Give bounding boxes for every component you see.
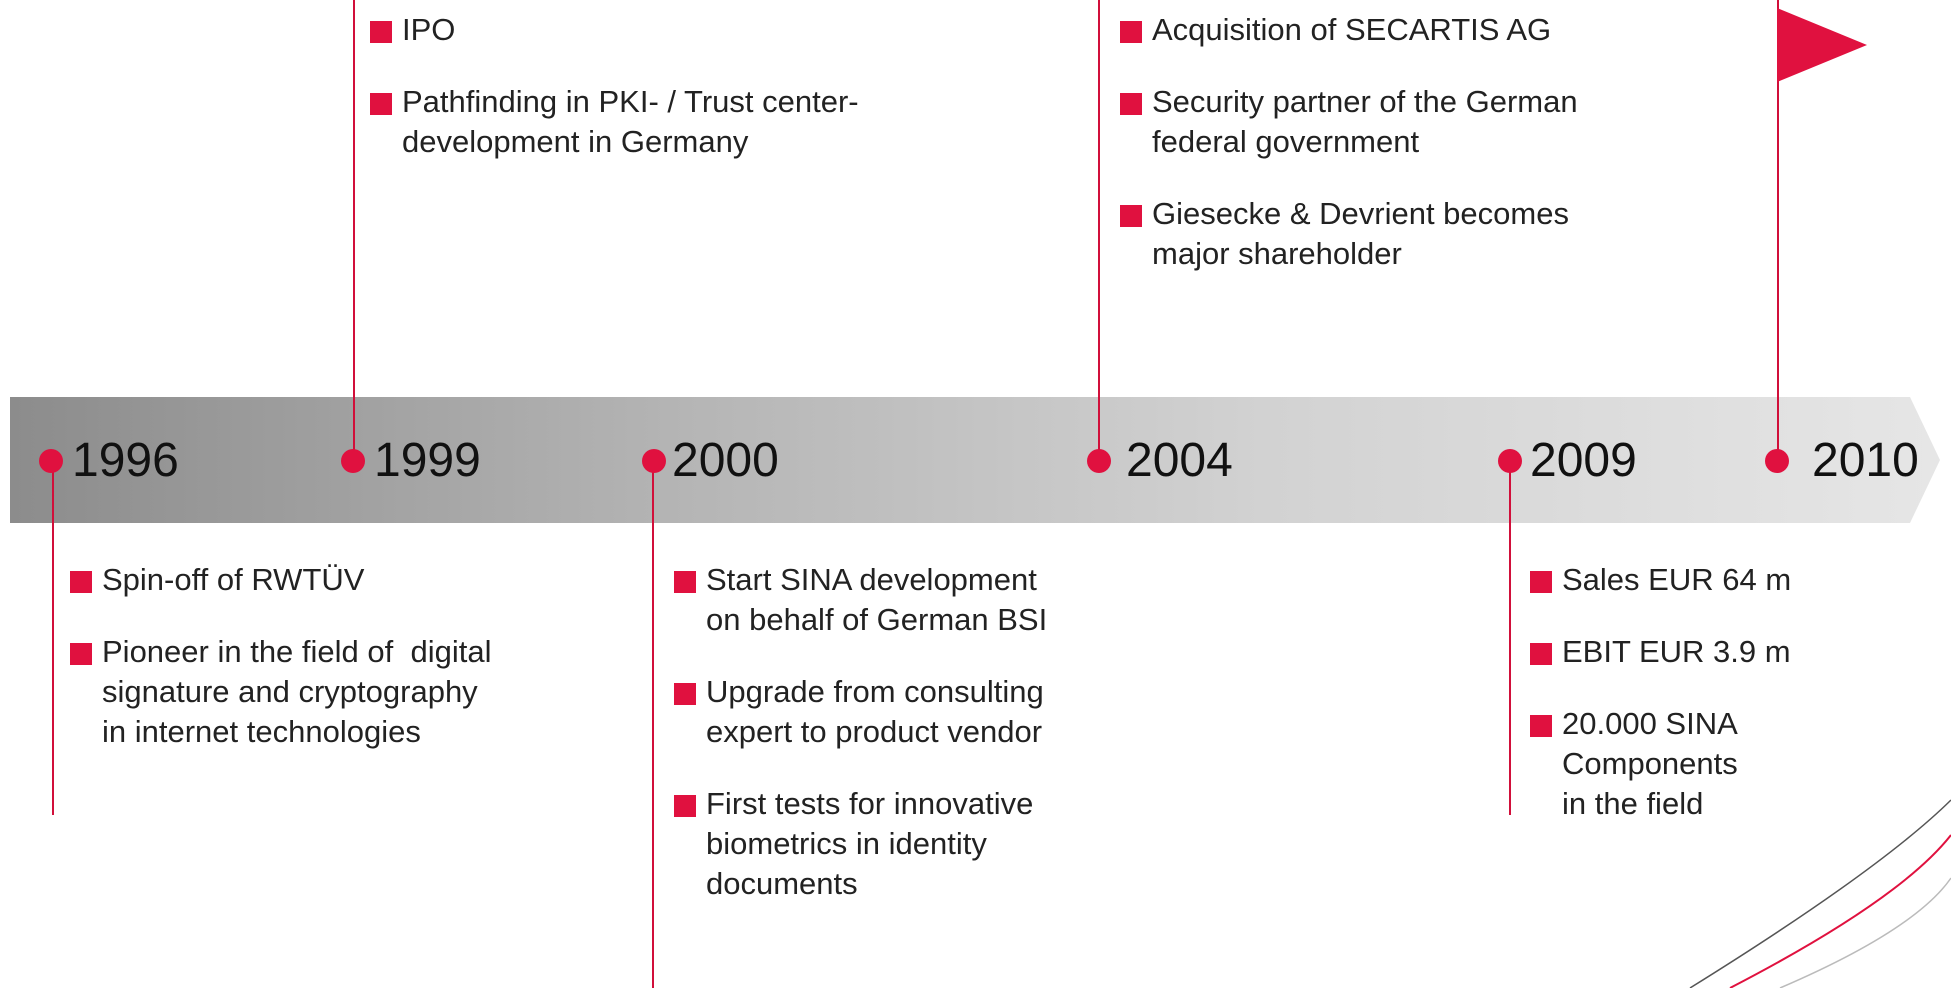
bullet-square-icon [370, 93, 392, 115]
bullet-item: Sales EUR 64 m [1530, 560, 1791, 600]
connector-line-1999 [353, 0, 355, 460]
milestone-dot-1996 [39, 449, 63, 473]
year-label-1996: 1996 [72, 434, 179, 487]
bullet-item: Start SINA development on behalf of Germ… [674, 560, 1047, 640]
milestone-dot-2000 [642, 449, 666, 473]
bullet-list-2004: Acquisition of SECARTIS AG Security part… [1120, 10, 1578, 306]
bullet-text: Start SINA development on behalf of Germ… [706, 562, 1048, 637]
timeline-arrow-band [10, 397, 1940, 523]
bullet-text: Giesecke & Devrient becomes major shareh… [1152, 196, 1569, 271]
bullet-text: EBIT EUR 3.9 m [1562, 634, 1791, 669]
bullet-item: Acquisition of SECARTIS AG [1120, 10, 1578, 50]
bullet-list-2000: Start SINA development on behalf of Germ… [674, 560, 1047, 936]
bullet-square-icon [674, 571, 696, 593]
milestone-dot-1999 [341, 449, 365, 473]
bullet-list-1996: Spin-off of RWTÜV Pioneer in the field o… [70, 560, 491, 784]
bullet-square-icon [370, 21, 392, 43]
bullet-text: Sales EUR 64 m [1562, 562, 1792, 597]
year-label-2010: 2010 [1812, 434, 1919, 487]
bullet-text: Pioneer in the field of digital signatur… [102, 634, 492, 749]
bullet-square-icon [1120, 93, 1142, 115]
connector-line-2009 [1509, 455, 1511, 815]
bullet-item: Spin-off of RWTÜV [70, 560, 491, 600]
year-label-2009: 2009 [1530, 434, 1637, 487]
connector-line-2000 [652, 455, 654, 988]
bullet-item: First tests for innovative biometrics in… [674, 784, 1047, 904]
connector-line-2004 [1098, 0, 1100, 460]
bullet-text: Spin-off of RWTÜV [102, 562, 365, 597]
bullet-text: Upgrade from consulting expert to produc… [706, 674, 1044, 749]
bullet-list-1999: IPO Pathfinding in PKI- / Trust center- … [370, 10, 859, 194]
bullet-item: Pioneer in the field of digital signatur… [70, 632, 491, 752]
flag-pole [1777, 0, 1779, 460]
year-label-2004: 2004 [1126, 434, 1233, 487]
bullet-item: Upgrade from consulting expert to produc… [674, 672, 1047, 752]
milestone-dot-2010 [1765, 449, 1789, 473]
bullet-item: Security partner of the German federal g… [1120, 82, 1578, 162]
bullet-text: First tests for innovative biometrics in… [706, 786, 1034, 901]
bullet-item: 20.000 SINA Components in the field [1530, 704, 1791, 824]
bullet-item: IPO [370, 10, 859, 50]
bullet-text: 20.000 SINA Components in the field [1562, 706, 1738, 821]
bullet-square-icon [674, 795, 696, 817]
decorative-swoosh-icon [1689, 799, 1951, 988]
flag-icon [1777, 8, 1867, 82]
connector-line-1996 [52, 455, 54, 815]
bullet-text: Pathfinding in PKI- / Trust center- deve… [402, 84, 859, 159]
year-label-1999: 1999 [374, 434, 481, 487]
year-label-2000: 2000 [672, 434, 779, 487]
bullet-square-icon [1120, 21, 1142, 43]
bullet-text: Acquisition of SECARTIS AG [1152, 12, 1552, 47]
bullet-text: Security partner of the German federal g… [1152, 84, 1578, 159]
bullet-item: Pathfinding in PKI- / Trust center- deve… [370, 82, 859, 162]
milestone-dot-2004 [1087, 449, 1111, 473]
bullet-text: IPO [402, 12, 456, 47]
bullet-item: EBIT EUR 3.9 m [1530, 632, 1791, 672]
bullet-square-icon [70, 571, 92, 593]
bullet-square-icon [674, 683, 696, 705]
bullet-square-icon [1120, 205, 1142, 227]
bullet-square-icon [1530, 715, 1552, 737]
bullet-list-2009: Sales EUR 64 m EBIT EUR 3.9 m 20.000 SIN… [1530, 560, 1791, 856]
bullet-square-icon [1530, 643, 1552, 665]
bullet-square-icon [1530, 571, 1552, 593]
bullet-square-icon [70, 643, 92, 665]
milestone-dot-2009 [1498, 449, 1522, 473]
bullet-item: Giesecke & Devrient becomes major shareh… [1120, 194, 1578, 274]
